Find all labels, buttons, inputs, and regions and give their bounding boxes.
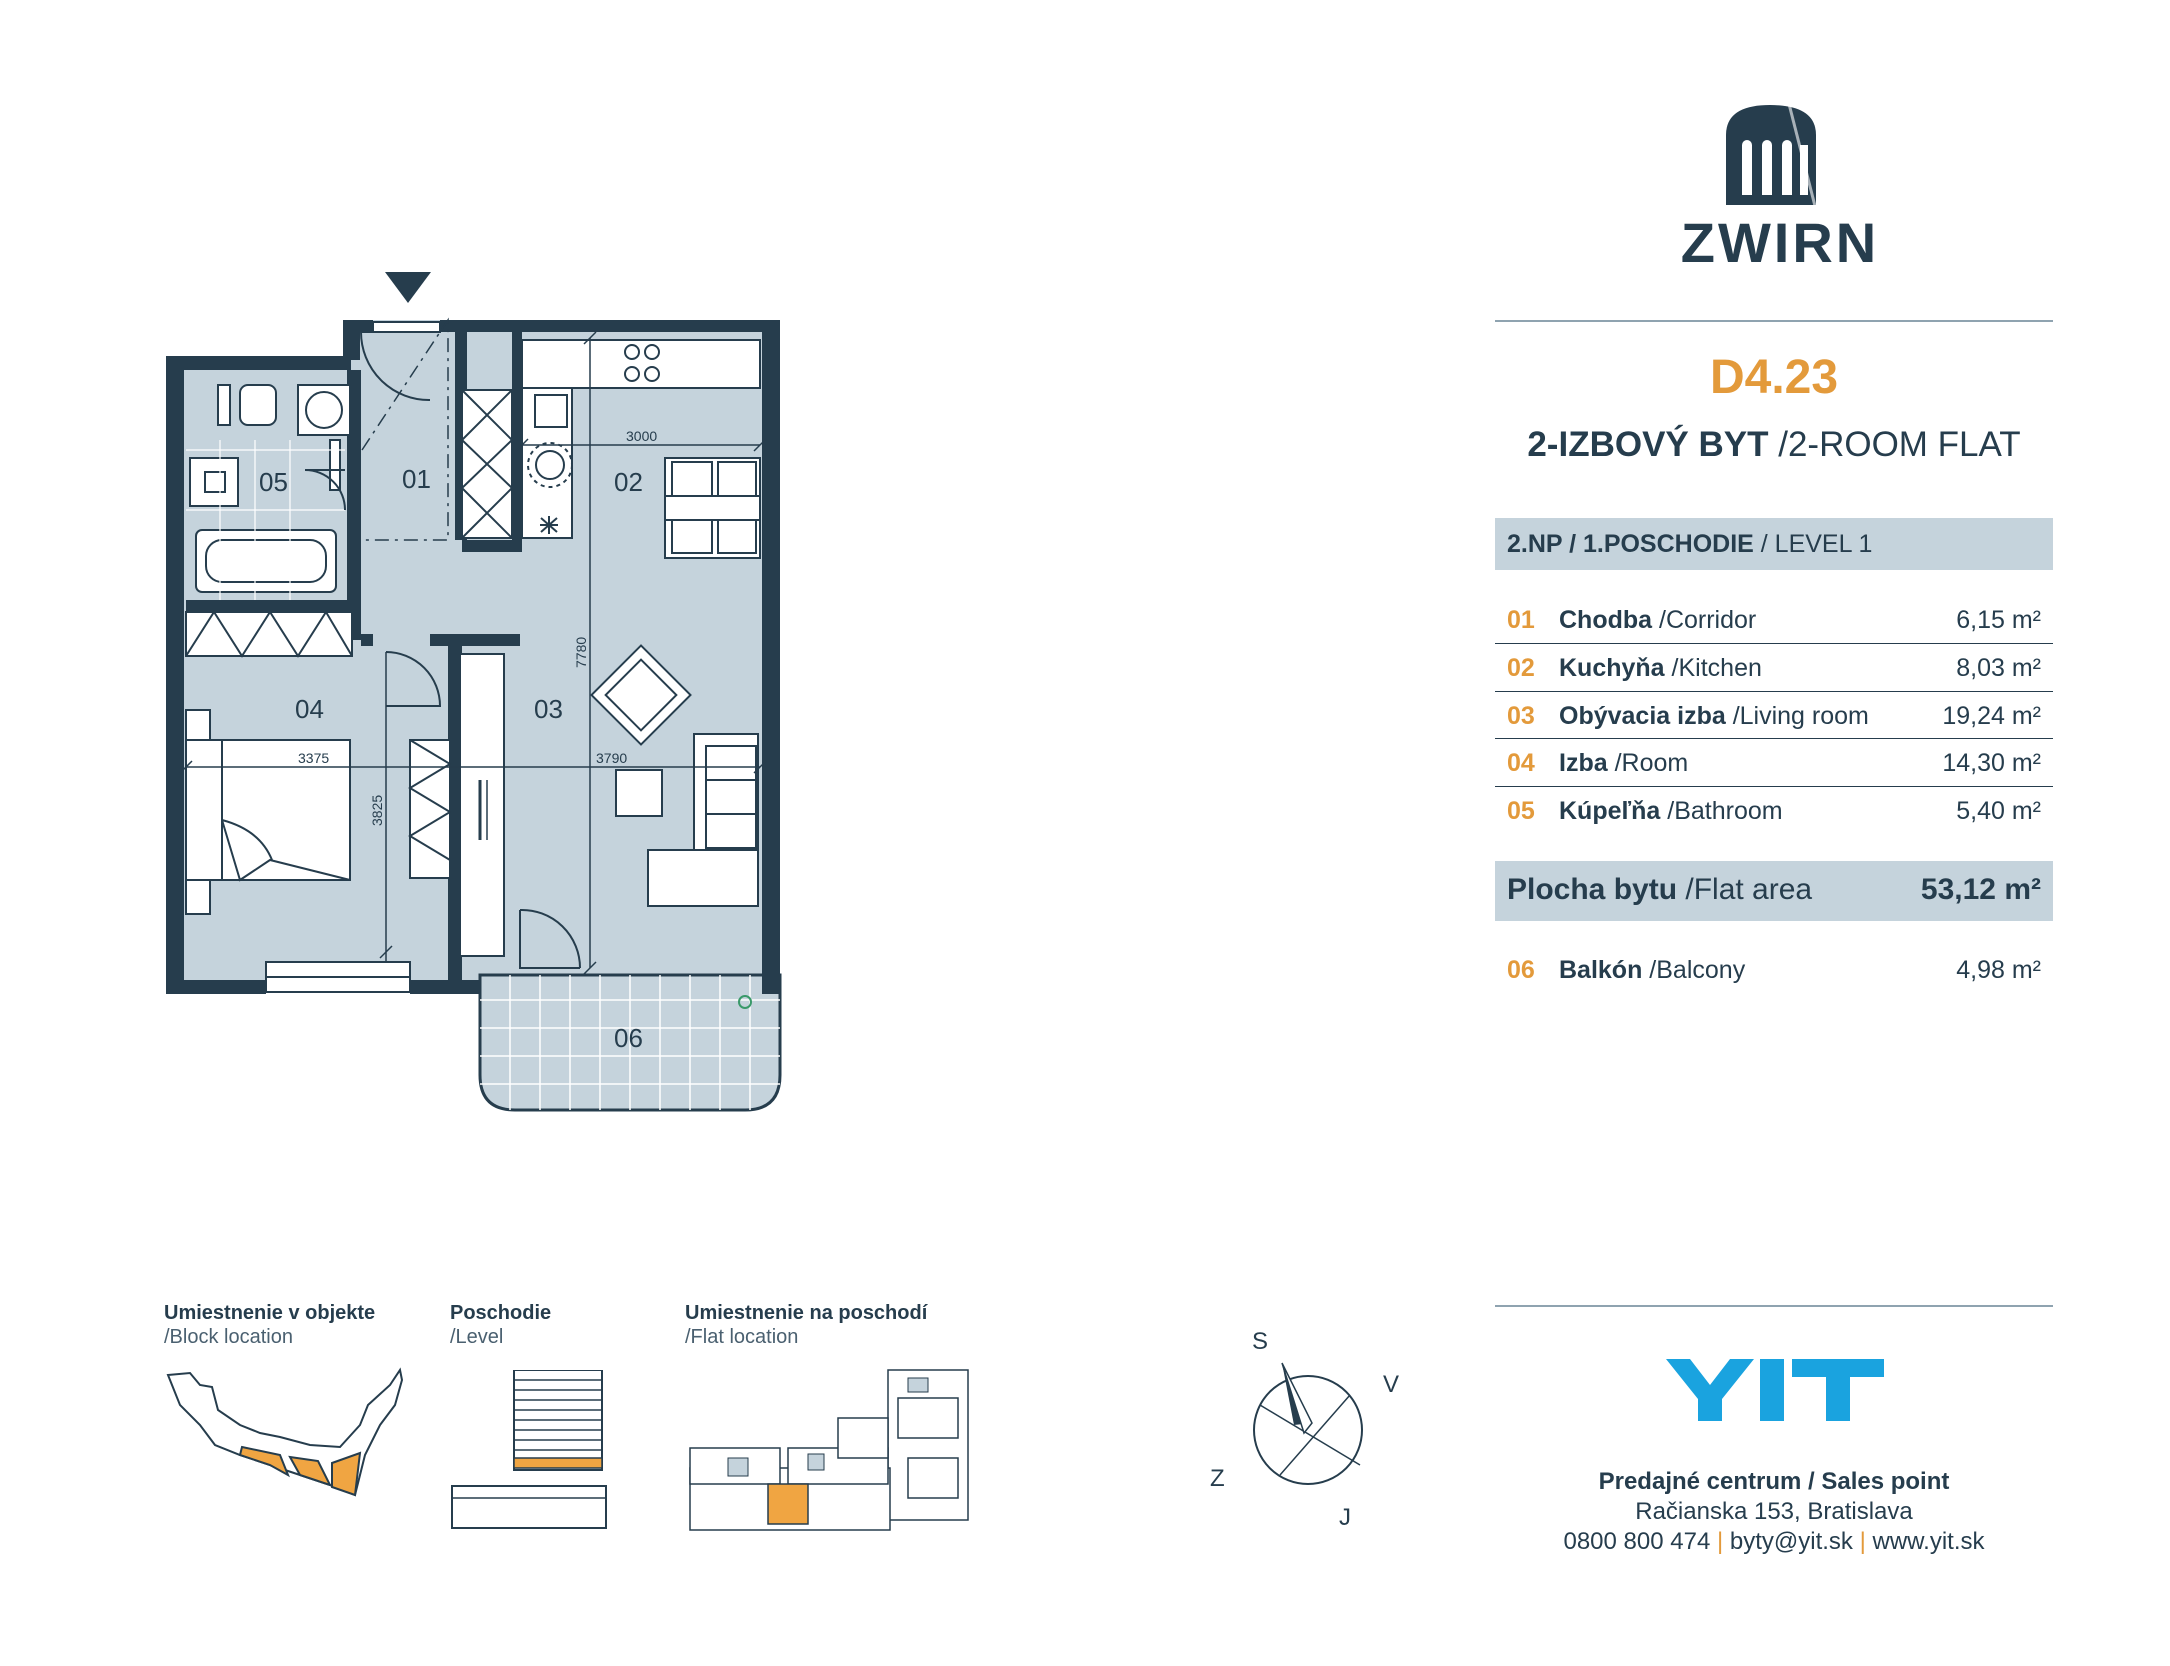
room-name: Kuchyňa /Kitchen	[1559, 654, 1762, 682]
room-row: 03 Obývacia izba /Living room 19,24 m²	[1495, 692, 2053, 739]
room-area: 6,15 m²	[1956, 606, 2041, 634]
room-name: Obývacia izba /Living room	[1559, 702, 1869, 730]
compass-south-label: J	[1339, 1504, 1351, 1531]
flat-type-en: /2-ROOM FLAT	[1778, 425, 2021, 464]
row-divider	[1495, 738, 2053, 739]
compass-east-label: V	[1383, 1371, 1399, 1398]
dim-3000: 3000	[626, 428, 657, 444]
room-name: Balkón /Balcony	[1559, 956, 1746, 984]
yit-logo	[1666, 1359, 1884, 1421]
level-sk: 2.NP / 1.POSCHODIE	[1507, 530, 1754, 558]
sales-address: Račianska 153, Bratislava	[1635, 1498, 1913, 1525]
divider-top	[1495, 320, 2053, 322]
level-diagram	[451, 1370, 607, 1529]
block-location-title: Umiestnenie v objekte	[164, 1302, 376, 1324]
room-row: 05 Kúpeľňa /Bathroom 5,40 m²	[1495, 787, 2053, 834]
room-name: Kúpeľňa /Bathroom	[1559, 797, 1783, 825]
total-band	[1495, 861, 2053, 921]
level-en: / LEVEL 1	[1753, 530, 1873, 558]
room-num: 01	[1507, 606, 1535, 634]
compass-west-label: Z	[1210, 1465, 1225, 1492]
room-area: 8,03 m²	[1956, 654, 2041, 682]
room-area: 14,30 m²	[1942, 749, 2041, 777]
row-divider	[1495, 643, 2053, 644]
separator: |	[1859, 1528, 1866, 1555]
entrance-arrow-icon	[385, 272, 431, 303]
divider-bottom	[1495, 1305, 2053, 1307]
sales-contact: 0800 800 474 | byty@yit.sk | www.yit.sk	[1495, 1528, 2053, 1556]
level-sub: /Level	[450, 1326, 504, 1348]
dim-3375: 3375	[298, 750, 329, 766]
sales-web[interactable]: www.yit.sk	[1872, 1528, 1985, 1555]
room-row: 04 Izba /Room 14,30 m²	[1495, 739, 2053, 786]
room-num: 05	[1507, 797, 1535, 825]
sales-email[interactable]: byty@yit.sk	[1729, 1528, 1853, 1555]
dim-3825: 3825	[369, 795, 385, 826]
room-name: Chodba /Corridor	[1559, 606, 1757, 634]
flat-location-map	[689, 1369, 969, 1531]
separator: |	[1716, 1528, 1724, 1555]
flat-type-sk: 2-IZBOVÝ BYT	[1527, 425, 1769, 464]
dim-3790: 3790	[596, 750, 627, 766]
room-row: 02 Kuchyňa /Kitchen 8,03 m²	[1495, 644, 2053, 691]
row-divider	[1495, 691, 2053, 692]
total-label: Plocha bytu /Flat area	[1507, 873, 1813, 906]
brand-name: ZWIRN	[1680, 211, 1880, 274]
compass-rose: S V Z J	[1210, 1328, 1399, 1531]
row-divider	[1495, 786, 2053, 787]
room-num: 03	[1507, 702, 1535, 730]
compass-north-label: S	[1252, 1328, 1268, 1355]
room-area: 4,98 m²	[1956, 956, 2041, 984]
total-value: 53,12 m²	[1920, 873, 2041, 906]
dim-7780: 7780	[573, 637, 589, 668]
flat-location-sub: /Flat location	[685, 1326, 799, 1348]
flat-code: D4.23	[1709, 351, 1839, 404]
block-location-sub: /Block location	[164, 1326, 293, 1348]
room-label-03: 03	[534, 694, 563, 724]
room-num: 02	[1507, 654, 1535, 682]
level-title: Poschodie	[450, 1302, 552, 1324]
room-label-05: 05	[259, 467, 288, 497]
room-name: Izba /Room	[1559, 749, 1689, 777]
level-label: 2.NP / 1.POSCHODIE / LEVEL 1	[1507, 530, 1872, 559]
level-band	[1495, 518, 2053, 570]
room-num: 06	[1507, 956, 1535, 984]
room-label-06: 06	[614, 1023, 643, 1053]
room-area: 5,40 m²	[1956, 797, 2041, 825]
flat-location-title: Umiestnenie na poschodí	[685, 1302, 928, 1324]
sales-phone[interactable]: 0800 800 474	[1563, 1528, 1711, 1555]
balcony-row: 06 Balkón /Balcony 4,98 m²	[1495, 946, 2053, 993]
room-row: 01 Chodba /Corridor 6,15 m²	[1495, 596, 2053, 643]
sales-title: Predajné centrum / Sales point	[1598, 1468, 1950, 1495]
room-label-01: 01	[402, 464, 431, 494]
room-label-02: 02	[614, 467, 643, 497]
floor-plan: 3000 7780 3375 3825 3790 05 01 02 04 03 …	[166, 272, 782, 1112]
room-num: 04	[1507, 749, 1535, 777]
flat-type: 2-IZBOVÝ BYT /2-ROOM FLAT	[1495, 425, 2053, 465]
zwirn-logo	[1726, 99, 1832, 266]
block-location-map	[166, 1367, 404, 1497]
room-label-04: 04	[295, 694, 324, 724]
room-area: 19,24 m²	[1942, 702, 2041, 730]
